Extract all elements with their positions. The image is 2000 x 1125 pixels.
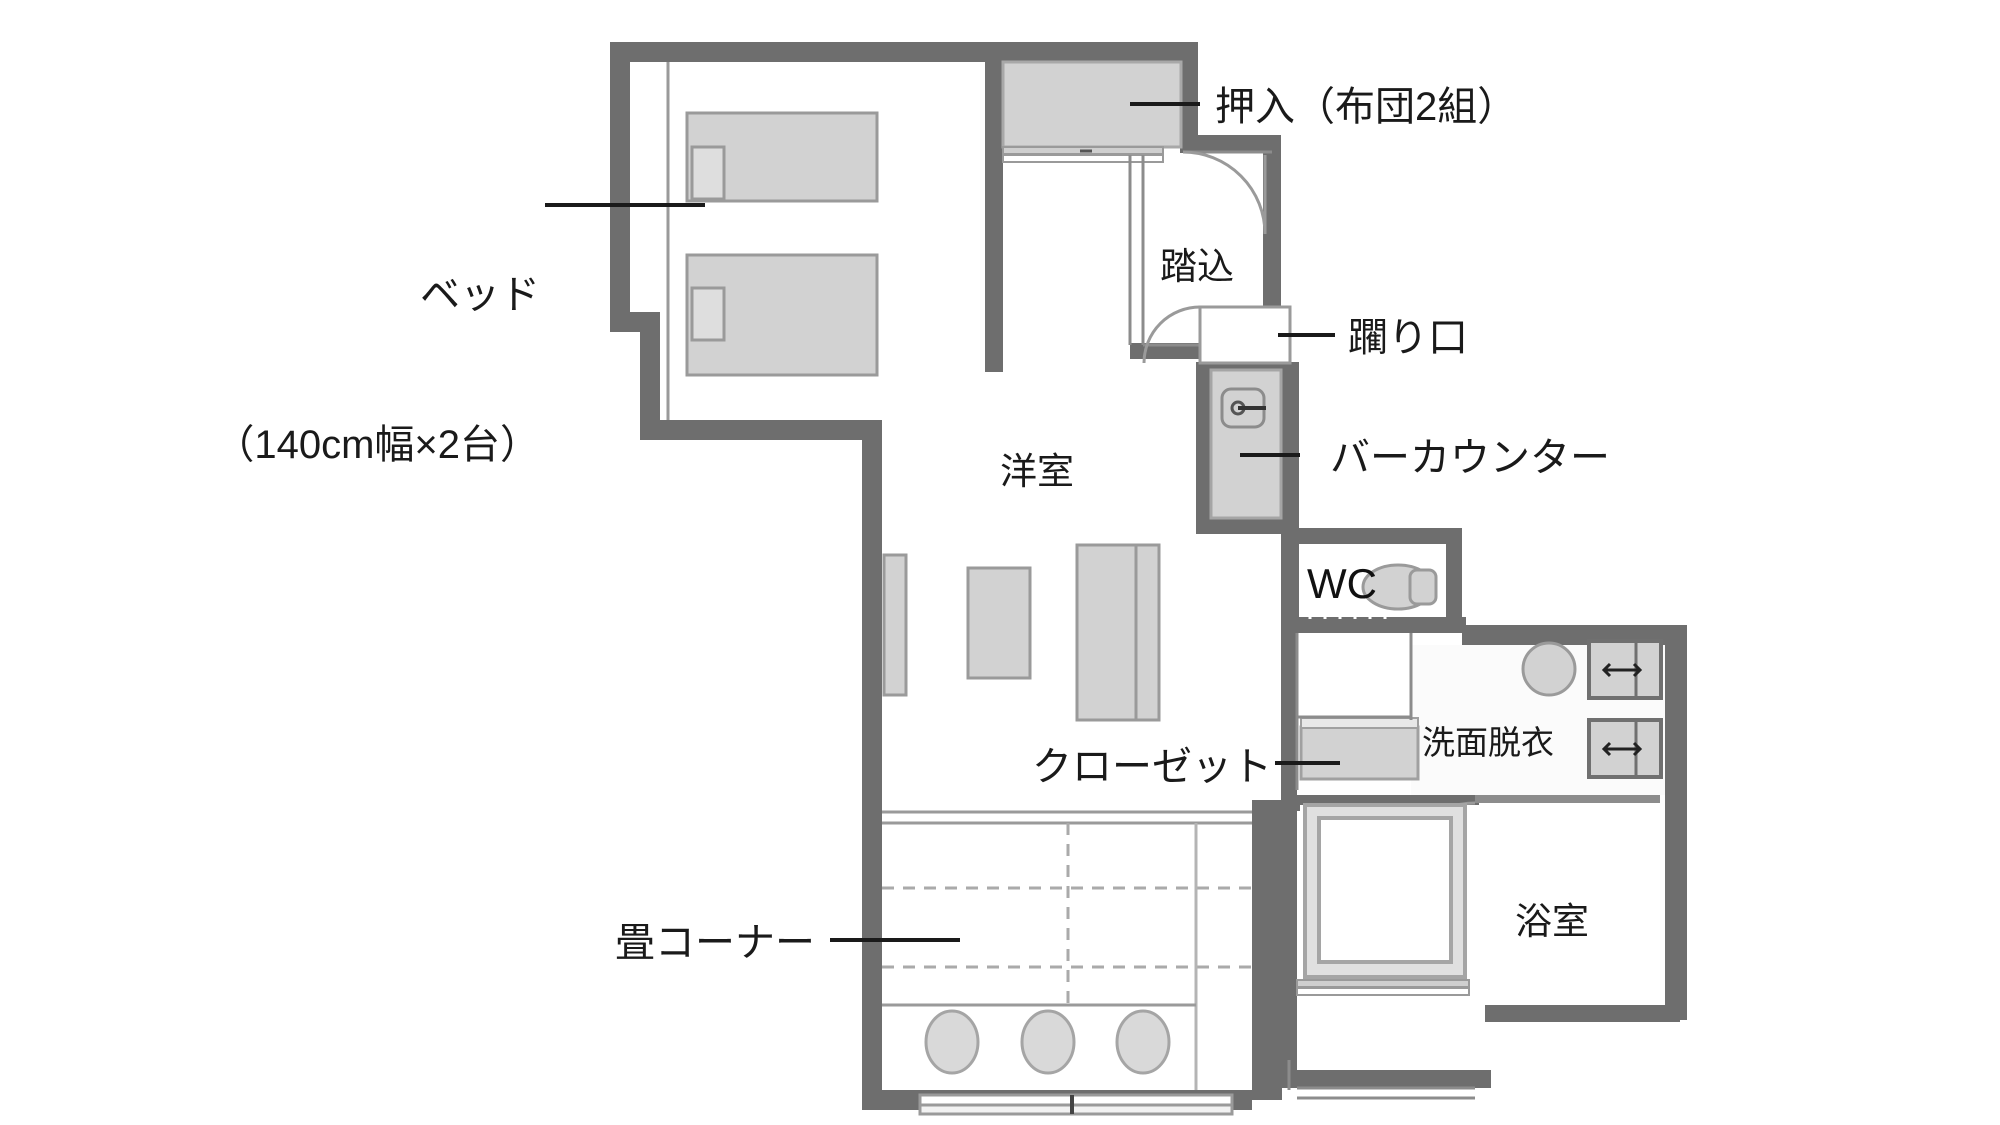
room-label-senmen-datsui: 洗面脱衣 (1422, 724, 1554, 761)
washroom-cabinet-upper (1587, 639, 1663, 700)
wc-door (1297, 613, 1407, 625)
fumikomi-entry (1128, 150, 1292, 365)
callout-closet: クローゼット (1032, 745, 1272, 789)
callout-oshiire: 押入（布団2組） (1215, 85, 1518, 129)
room-label-wc: WC (1307, 560, 1377, 607)
closet-fixture (1299, 717, 1420, 781)
bedroom-area (666, 62, 879, 420)
wc-room (1297, 544, 1446, 625)
cushion-1 (924, 1009, 980, 1075)
bed-1-fixture (685, 111, 879, 203)
bathroom-area (1296, 803, 1665, 1005)
room-label-yoshitsu: 洋室 (1000, 451, 1074, 492)
callout-leader-lines (545, 102, 1340, 942)
structure-walls (610, 42, 1687, 1110)
yoshitsu-furniture (882, 543, 1161, 722)
room-label-fumikomi: 踏込 (1160, 246, 1234, 287)
callout-tatami-corner: 畳コーナー (615, 921, 815, 965)
callout-bar-counter: バーカウンター (1330, 436, 1610, 480)
bathtub-fixture (1303, 803, 1467, 979)
callout-bed-line2: （140cm幅×2台） (214, 423, 540, 467)
callout-nijiriguchi: 躙り口 (1348, 316, 1468, 360)
washroom-area (1393, 639, 1665, 884)
cushion-2 (1020, 1009, 1076, 1075)
bar-counter-fixture (1209, 368, 1283, 520)
room-label-yokushitsu: 浴室 (1515, 901, 1589, 942)
tatami-corner-area (882, 810, 1252, 1116)
toilet-fixture (1361, 563, 1438, 611)
washroom-cabinet-lower (1587, 718, 1663, 779)
oshiire-closet (1001, 60, 1183, 163)
bed-2-fixture (685, 253, 879, 377)
callout-bed: ベッド （140cm幅×2台） (210, 170, 540, 570)
cushion-3 (1115, 1009, 1171, 1075)
callout-bed-line1: ベッド (420, 273, 540, 317)
